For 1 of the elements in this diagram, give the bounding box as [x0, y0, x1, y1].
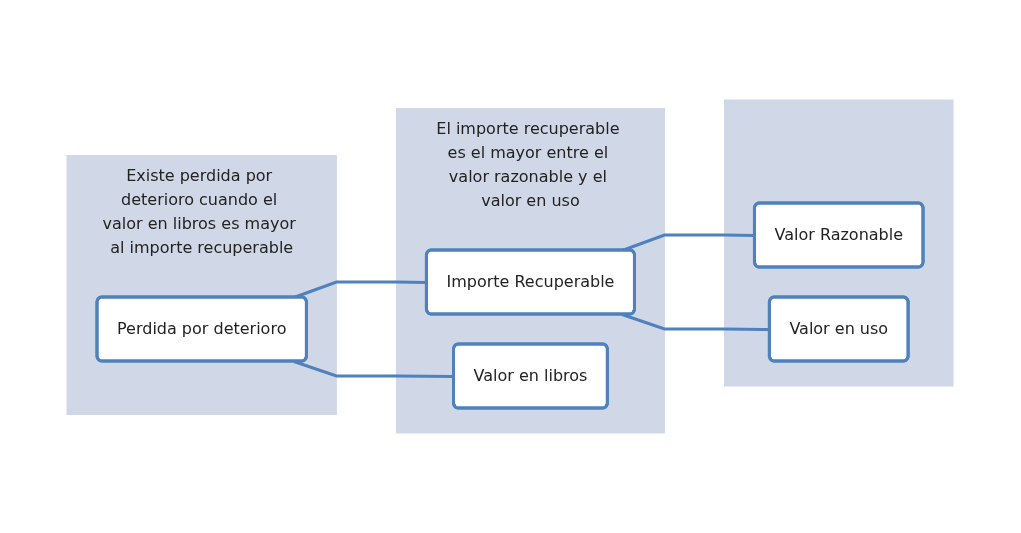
- cluster: [724, 99, 954, 387]
